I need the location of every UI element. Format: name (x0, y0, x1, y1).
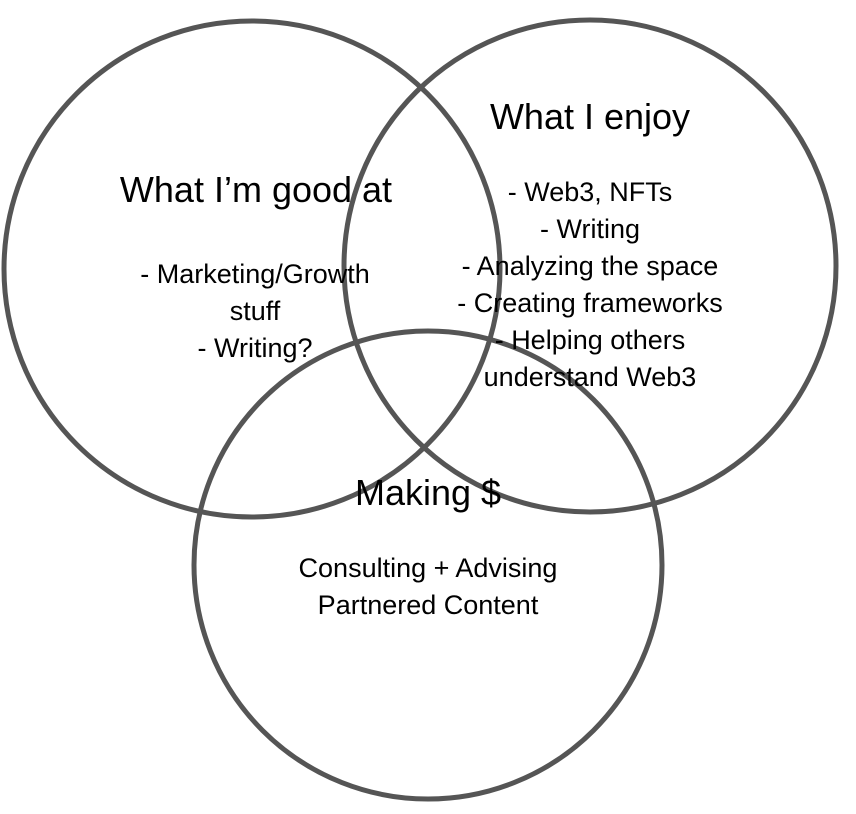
making-money-title: Making $ (354, 472, 502, 513)
list-item: Partnered Content (317, 590, 539, 620)
list-item: stuff (229, 296, 281, 326)
list-item: understand Web3 (483, 362, 697, 392)
list-item: - Helping others (494, 325, 686, 355)
circle-making-money (191, 328, 665, 802)
circle-what-i-enjoy (341, 17, 839, 515)
good-at-title: What I’m good at (119, 169, 393, 210)
list-item: - Writing? (197, 333, 313, 363)
list-item: Consulting + Advising (298, 553, 558, 583)
list-item: - Analyzing the space (461, 251, 719, 281)
enjoy-title: What I enjoy (489, 96, 691, 137)
list-item: - Writing (539, 214, 641, 244)
circle-what-im-good-at (1, 18, 503, 520)
list-item: - Web3, NFTs (507, 177, 673, 207)
list-item: - Creating frameworks (457, 288, 723, 318)
list-item: - Marketing/Growth (140, 259, 370, 289)
making-money-list: Consulting + Advising Partnered Content (299, 550, 558, 624)
enjoy-list: - Web3, NFTs - Writing - Analyzing the s… (457, 174, 723, 396)
good-at-list: - Marketing/Growth stuff - Writing? (140, 256, 370, 367)
